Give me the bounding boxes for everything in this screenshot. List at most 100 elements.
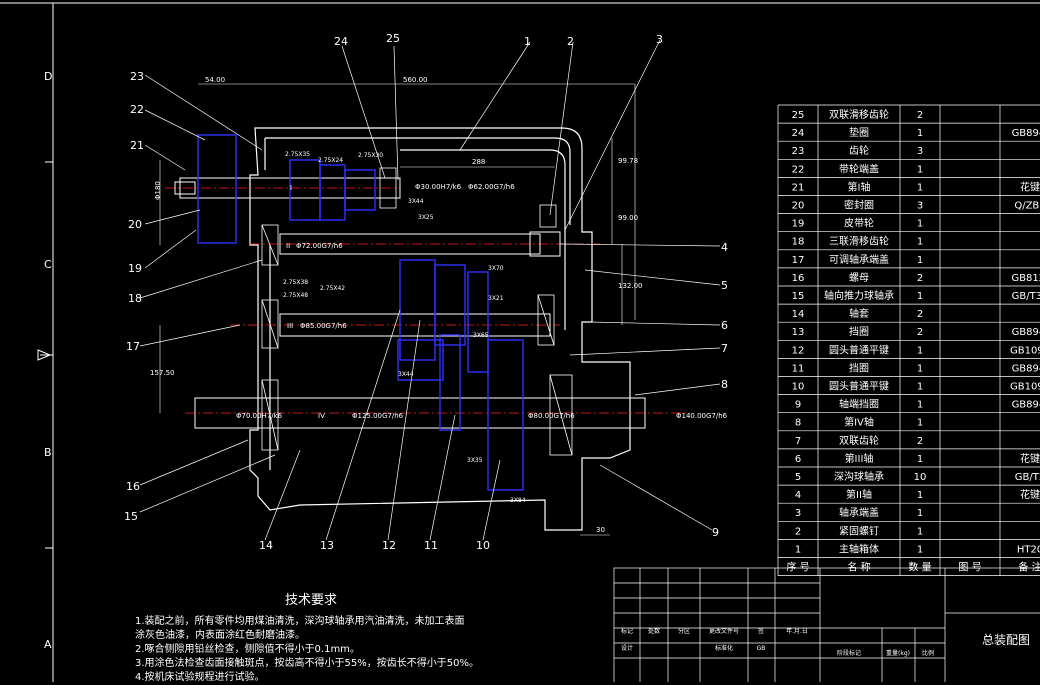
bom-row-qty: 1 bbox=[917, 128, 923, 139]
bom-row-qty: 2 bbox=[917, 110, 923, 121]
callout-8: 8 bbox=[721, 378, 728, 391]
callout-4: 4 bbox=[721, 241, 728, 254]
bom-row-std: GB894. bbox=[1012, 400, 1040, 411]
note-line: 3.用涂色法检查齿面接触斑点，按齿高不得小于55%，按齿长不得小于50%。 bbox=[135, 658, 479, 669]
title-block-cell: 分区 bbox=[678, 627, 690, 635]
callout-22: 22 bbox=[130, 103, 144, 116]
bom-row-name: 第III轴 bbox=[845, 452, 874, 465]
bom-row-qty: 2 bbox=[917, 309, 923, 320]
bom-row-no: 21 bbox=[792, 182, 805, 193]
bom-row-qty: 1 bbox=[917, 255, 923, 266]
dim-99-78: 99.78 bbox=[618, 157, 638, 165]
key-label: 3X21 bbox=[488, 295, 504, 302]
bom-row-name: 三联滑移齿轮 bbox=[829, 235, 889, 248]
leader-lines bbox=[139, 39, 721, 541]
bom-row-name: 圆头普通平键 bbox=[829, 343, 889, 356]
bom-row-name: 带轮端盖 bbox=[839, 162, 879, 175]
bom-row-name: 挡圈 bbox=[849, 325, 869, 338]
bom-row-name: 密封圈 bbox=[844, 199, 874, 212]
bom-header-no: 序 号 bbox=[786, 561, 809, 574]
bom-row-name: 深沟球轴承 bbox=[834, 470, 884, 483]
bom-row-std: 花键 bbox=[1020, 452, 1040, 465]
bom-row-no: 2 bbox=[795, 526, 801, 537]
bom-row-qty: 1 bbox=[917, 490, 923, 501]
bom-row-name: 轴承端盖 bbox=[839, 506, 879, 519]
bom-row-no: 7 bbox=[795, 436, 801, 447]
callout-25: 25 bbox=[386, 32, 400, 45]
bearings bbox=[261, 167, 573, 456]
bom-row-no: 3 bbox=[795, 508, 801, 519]
technical-notes-title: 技术要求 bbox=[285, 593, 338, 608]
weight-label: 重量(kg) bbox=[886, 649, 910, 657]
bom-row-no: 12 bbox=[792, 345, 805, 356]
key-label: 2.75X42 bbox=[320, 285, 345, 292]
bom-row-no: 24 bbox=[792, 128, 805, 139]
bom-row-qty: 3 bbox=[917, 146, 923, 157]
callout-20: 20 bbox=[128, 218, 142, 231]
title-block-cell: 标准化 bbox=[715, 644, 733, 652]
border-letter-a: A bbox=[44, 638, 52, 651]
key-label: 3X25 bbox=[418, 214, 434, 221]
centerlines bbox=[165, 187, 690, 414]
fit-s4-mid: Φ125.00G7/h6 bbox=[352, 412, 404, 420]
bom-row-name: 皮带轮 bbox=[844, 217, 874, 230]
bom-row-name: 螺母 bbox=[849, 272, 869, 284]
dim-560: 560.00 bbox=[403, 76, 428, 84]
callout-12: 12 bbox=[382, 539, 396, 552]
key-label: 3X44 bbox=[398, 371, 414, 378]
shaft-label-ii: II bbox=[286, 242, 290, 250]
bom-row-name: 轴向推力球轴承 bbox=[824, 289, 894, 302]
bom-table-grid bbox=[777, 104, 1040, 576]
bom-row-qty: 1 bbox=[917, 345, 923, 356]
technical-notes: 技术要求 1.装配之前，所有零件均用煤油清洗，深沟球轴承用汽油清洗，未加工表面 … bbox=[135, 593, 605, 685]
bom-row-name: 第II轴 bbox=[846, 488, 872, 501]
bom-row-no: 25 bbox=[792, 110, 805, 121]
bom-row-name: 轴端挡圈 bbox=[839, 398, 879, 411]
bom-row-std: GB894. bbox=[1012, 327, 1040, 338]
callout-24: 24 bbox=[334, 35, 348, 48]
bom-header-drawing: 图 号 bbox=[958, 562, 981, 574]
bom-row-name: 齿轮 bbox=[849, 144, 869, 157]
fit-s3: Φ85.00G7/h6 bbox=[300, 322, 347, 330]
title-block-cell: 签 bbox=[758, 627, 764, 635]
key-label: 2.75X48 bbox=[283, 292, 308, 299]
bom-row-std: GB894. bbox=[1012, 128, 1040, 139]
bom-row-qty: 1 bbox=[917, 454, 923, 465]
bom-row-no: 20 bbox=[792, 201, 805, 212]
bom-row-no: 13 bbox=[792, 327, 805, 338]
bom-row-std: 花键 bbox=[1020, 488, 1040, 501]
key-label: 3X44 bbox=[408, 198, 424, 205]
bom-row-qty: 3 bbox=[917, 201, 923, 212]
bom-row-no: 8 bbox=[795, 418, 801, 429]
bom-row-no: 6 bbox=[795, 454, 801, 465]
note-line: 1.装配之前，所有零件均用煤油清洗，深沟球轴承用汽油清洗，未加工表面 bbox=[135, 616, 465, 627]
scale-label: 比例 bbox=[922, 649, 934, 657]
bom-row-no: 11 bbox=[792, 363, 805, 374]
bom-row-qty: 1 bbox=[917, 237, 923, 248]
key-label: 3X84 bbox=[510, 497, 526, 504]
title-block-cell: 年.月.日 bbox=[786, 627, 808, 635]
shaft-label-i: I bbox=[290, 184, 292, 192]
bom-row-no: 15 bbox=[792, 291, 805, 302]
bom-row-qty: 2 bbox=[917, 273, 923, 284]
title-block bbox=[613, 567, 1040, 682]
callout-14: 14 bbox=[259, 539, 273, 552]
bom-row-no: 9 bbox=[795, 400, 801, 411]
bom-header-remark: 备 注 bbox=[1018, 561, 1040, 574]
title-block-cell: 设计 bbox=[621, 644, 633, 652]
note-line: 2.啄合侧隙用铅丝检查，侧隙值不得小于0.1mm。 bbox=[135, 644, 360, 655]
bom-row-no: 19 bbox=[792, 219, 805, 230]
border-letter-d: D bbox=[44, 70, 52, 83]
dim-99-00: 99.00 bbox=[618, 214, 638, 222]
title-block-cell: 更改文件号 bbox=[709, 627, 739, 635]
bom-row-qty: 1 bbox=[917, 382, 923, 393]
bom-row-qty: 1 bbox=[917, 363, 923, 374]
title-block-cell: 标记 bbox=[621, 627, 633, 635]
bom-row-name: 第IV轴 bbox=[844, 416, 874, 429]
bom-row-name: 双联滑移齿轮 bbox=[829, 108, 889, 121]
callout-11: 11 bbox=[424, 539, 438, 552]
callout-10: 10 bbox=[476, 539, 490, 552]
bom-row-qty: 1 bbox=[917, 508, 923, 519]
bom-row-no: 1 bbox=[795, 544, 801, 555]
callout-5: 5 bbox=[721, 279, 728, 292]
